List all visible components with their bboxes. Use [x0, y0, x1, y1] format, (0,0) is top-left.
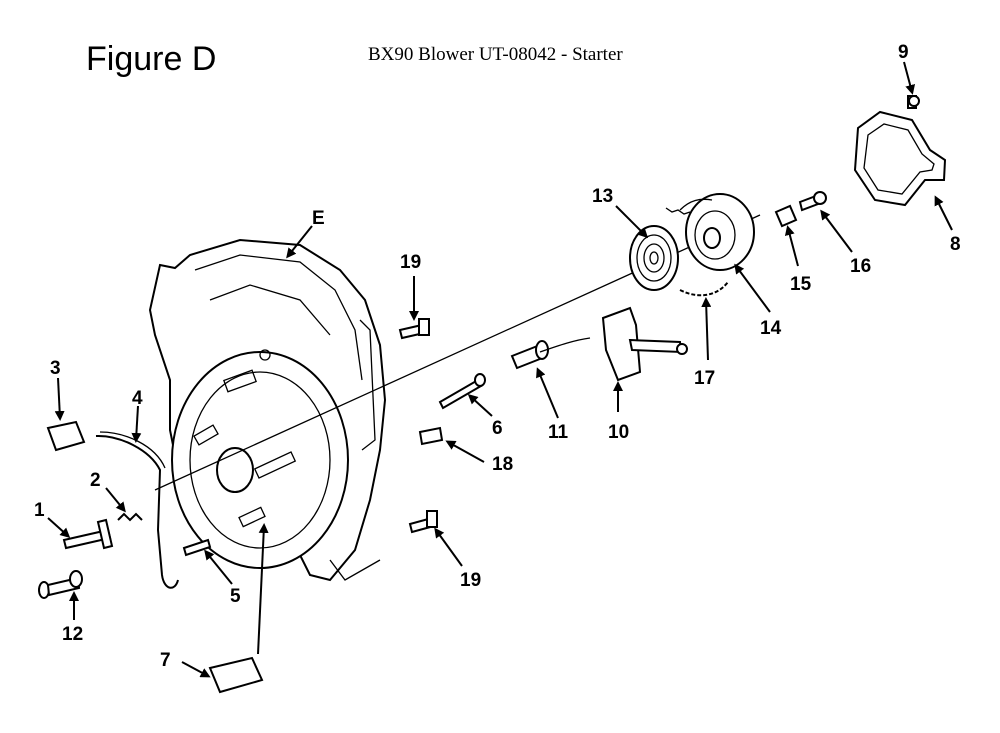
- part-17-pawl: [679, 281, 729, 297]
- callout-9: 9: [898, 42, 909, 63]
- callout-19-lower: 19: [460, 570, 481, 591]
- callout-14: 14: [760, 318, 782, 339]
- callout-3: 3: [50, 358, 61, 379]
- callout-18: 18: [492, 454, 513, 475]
- callout-arrows: [47, 61, 953, 678]
- part-6-bolt: [438, 373, 486, 410]
- part-7-pad: [208, 656, 264, 694]
- callout-17: 17: [694, 368, 715, 389]
- part-11-rope-guide: [510, 340, 549, 370]
- part-3-block: [46, 420, 86, 452]
- part-14-pulley: [665, 193, 755, 271]
- starter-rope: [539, 337, 591, 353]
- callout-4: 4: [132, 388, 143, 409]
- part-15-nut: [774, 204, 798, 228]
- figure-label: Figure D: [86, 40, 217, 78]
- callout-7: 7: [160, 650, 171, 671]
- callout-6: 6: [492, 418, 503, 439]
- callout-16: 16: [850, 256, 871, 277]
- part-2-spring: [117, 512, 143, 522]
- callout-10: 10: [608, 422, 629, 443]
- part-18-screw: [418, 426, 444, 446]
- part-4-link-rod: [95, 434, 179, 589]
- callout-12: 12: [62, 624, 83, 645]
- callout-13: 13: [592, 186, 613, 207]
- part-8-gasket: [853, 110, 947, 207]
- part-12-screw: [38, 570, 83, 599]
- part-9-screw: [907, 95, 920, 109]
- callout-2: 2: [90, 470, 101, 491]
- callout-11: 11: [548, 422, 569, 443]
- part-10-handle: [601, 306, 688, 382]
- diagram-title: BX90 Blower UT-08042 - Starter: [368, 44, 623, 65]
- blower-housing: [148, 238, 387, 582]
- part-16-screw: [798, 191, 827, 212]
- callout-E: E: [312, 208, 325, 229]
- part-13-recoil-spring: [629, 225, 679, 291]
- callout-1: 1: [34, 500, 45, 521]
- callout-8: 8: [950, 234, 961, 255]
- part-19-screw-upper: [398, 318, 430, 340]
- callout-15: 15: [790, 274, 812, 295]
- callout-19-upper: 19: [400, 252, 421, 273]
- callout-5: 5: [230, 586, 241, 607]
- part-19-screw-lower: [408, 510, 438, 534]
- part-5-screw: [182, 538, 212, 557]
- part-1-pin: [62, 518, 114, 550]
